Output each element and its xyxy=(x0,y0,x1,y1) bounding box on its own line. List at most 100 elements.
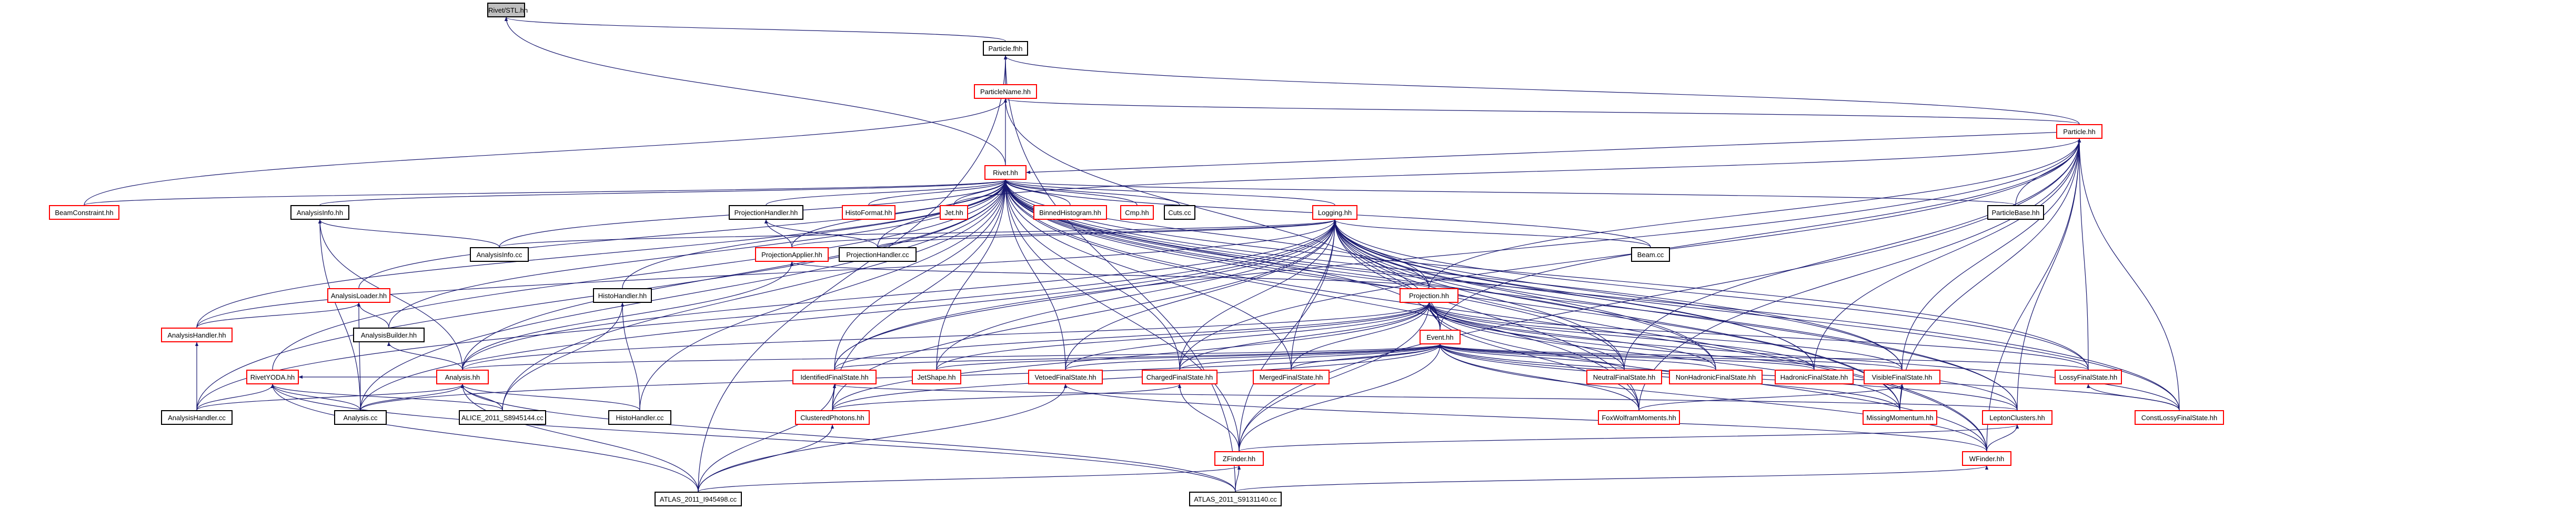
node-histo-format[interactable]: HistoFormat.hh xyxy=(842,205,895,220)
edge-charged_fs-to-logging xyxy=(1179,219,1337,370)
node-analysis-cc[interactable]: Analysis.cc xyxy=(334,410,387,425)
node-visible-final-state[interactable]: VisibleFinalState.hh xyxy=(1864,370,1940,384)
edge-vetoed_fs-to-logging xyxy=(1065,219,1337,370)
node-analysis-handler-hh[interactable]: AnalysisHandler.hh xyxy=(161,328,233,342)
edge-analysis_info_cc-to-logging xyxy=(499,219,1336,248)
edge-visible_fs-to-event xyxy=(1438,344,1903,370)
node-histo-handler-hh[interactable]: HistoHandler.hh xyxy=(593,288,652,303)
edge-clustered_photons-to-event xyxy=(832,344,1442,411)
node-jet[interactable]: Jet.hh xyxy=(940,205,968,220)
node-identified-final-state[interactable]: IdentifiedFinalState.hh xyxy=(792,370,877,384)
edge-analysis_handler_hh-to-analysis_loader xyxy=(196,302,361,328)
node-hadronic-final-state[interactable]: HadronicFinalState.hh xyxy=(1775,370,1854,384)
edge-zfinder-to-rivet xyxy=(1003,179,1240,452)
node-atlas-2011-s9131140[interactable]: ATLAS_2011_S9131140.cc xyxy=(1189,492,1282,506)
node-atlas-2011-i945498[interactable]: ATLAS_2011_I945498.cc xyxy=(655,492,742,506)
node-lepton-clusters[interactable]: LeptonClusters.hh xyxy=(1982,410,2052,425)
edge-zfinder-to-particle xyxy=(1239,138,2081,452)
edge-logging-to-rivet xyxy=(1003,179,1335,206)
edge-atlas_s9454-to-particle_fhh xyxy=(698,55,1008,492)
node-cmp[interactable]: Cmp.hh xyxy=(1120,205,1154,220)
node-wfinder[interactable]: WFinder.hh xyxy=(1962,451,2011,466)
edge-charged_fs-to-event xyxy=(1179,344,1442,370)
edge-zfinder-to-lepton_clusters xyxy=(1239,424,2019,452)
node-zfinder[interactable]: ZFinder.hh xyxy=(1214,451,1264,466)
node-rivet-stl: Rivet/STL.hh xyxy=(487,3,528,17)
node-analysis-builder[interactable]: AnalysisBuilder.hh xyxy=(353,328,425,342)
edge-event-to-particle_name xyxy=(1003,98,1441,330)
edge-atlas_s9454-to-identified_fs xyxy=(698,384,837,492)
node-analysis-handler-cc[interactable]: AnalysisHandler.cc xyxy=(161,410,233,425)
edge-non_hadronic_fs-to-event xyxy=(1438,344,1716,370)
edge-cuts_cc-to-rivet xyxy=(1003,179,1180,206)
node-const-lossy-final-state[interactable]: ConstLossyFinalState.hh xyxy=(2135,410,2224,425)
node-projection-applier[interactable]: ProjectionApplier.hh xyxy=(755,247,829,262)
node-analysis-loader[interactable]: AnalysisLoader.hh xyxy=(327,288,390,303)
edge-identified_fs-to-projection xyxy=(834,302,1431,370)
edge-atlas_s9454-to-rivet_yoda xyxy=(270,384,699,492)
node-projection-handler[interactable]: ProjectionHandler.hh xyxy=(729,205,803,220)
edge-lepton_clusters-to-particle xyxy=(2017,138,2081,411)
edge-analysis_cc-to-logging xyxy=(360,219,1337,411)
node-beam-constraint[interactable]: BeamConstraint.hh xyxy=(49,205,119,220)
edge-cmp-to-rivet xyxy=(1003,179,1138,206)
node-non-hadronic-final-state[interactable]: NonHadronicFinalState.hh xyxy=(1669,370,1763,384)
node-beam-cc[interactable]: Beam.cc xyxy=(1631,247,1670,262)
node-alice[interactable]: ALICE_2011_S8945144.cc xyxy=(459,410,546,425)
edge-fox_wolfram-to-particle xyxy=(1638,138,2081,411)
node-particle[interactable]: Particle.hh xyxy=(2056,124,2102,139)
edge-non_hadronic_fs-to-projection xyxy=(1427,302,1716,370)
node-event[interactable]: Event.hh xyxy=(1420,330,1461,344)
node-projection[interactable]: Projection.hh xyxy=(1400,288,1458,303)
edge-beam_constraint-to-rivet xyxy=(84,179,1007,206)
node-analysis-info-cc[interactable]: AnalysisInfo.cc xyxy=(470,247,529,262)
edge-merged_fs-to-projection xyxy=(1291,302,1431,370)
node-logging[interactable]: Logging.hh xyxy=(1312,205,1357,220)
node-particle-name[interactable]: ParticleName.hh xyxy=(974,84,1037,99)
edge-const_lossy_fs-to-particle xyxy=(2077,138,2180,411)
node-clustered-photons[interactable]: ClusteredPhotons.hh xyxy=(795,410,870,425)
edge-rivet-to-rivet_stl xyxy=(504,17,1006,166)
edge-projection_handler_cc-to-logging xyxy=(877,219,1336,248)
edge-identified_fs-to-event xyxy=(834,344,1442,370)
edge-missing_momentum-to-projection xyxy=(1427,302,1900,411)
node-merged-final-state[interactable]: MergedFinalState.hh xyxy=(1253,370,1330,384)
edge-analysis_info_hh-to-rivet xyxy=(319,179,1007,206)
edge-wfinder-to-lepton_clusters xyxy=(1986,424,2019,452)
node-cuts-cc[interactable]: Cuts.cc xyxy=(1164,205,1195,220)
edge-identified_fs-to-rivet xyxy=(834,179,1008,370)
node-vetoed-final-state[interactable]: VetoedFinalState.hh xyxy=(1028,370,1103,384)
node-analysis-hh[interactable]: Analysis.hh xyxy=(436,370,489,384)
edge-lossy_fs-to-event xyxy=(1438,344,2089,370)
node-charged-final-state[interactable]: ChargedFinalState.hh xyxy=(1142,370,1217,384)
edge-analysis_handler_cc-to-analysis_hh xyxy=(196,384,465,411)
edge-alice-to-histo_handler_hh xyxy=(502,302,625,411)
node-rivet-yoda[interactable]: RivetYODA.hh xyxy=(246,370,299,384)
edge-projection_handler-to-rivet xyxy=(766,179,1008,206)
node-jet-shape[interactable]: JetShape.hh xyxy=(912,370,961,384)
edge-lossy_fs-to-particle xyxy=(2077,138,2089,370)
node-particle-fhh[interactable]: Particle.fhh xyxy=(983,41,1028,56)
edge-particle-to-particle_fhh xyxy=(1004,55,2080,125)
edge-analysis_cc-to-analysis_loader xyxy=(357,302,361,411)
node-neutral-final-state[interactable]: NeutralFinalState.hh xyxy=(1586,370,1662,384)
node-projection-handler-cc[interactable]: ProjectionHandler.cc xyxy=(839,247,917,262)
edge-const_lossy_fs-to-rivet xyxy=(1003,179,2180,411)
node-histo-handler-cc[interactable]: HistoHandler.cc xyxy=(608,410,671,425)
edge-analysis_hh-to-rivet xyxy=(462,179,1008,370)
node-binned-histogram[interactable]: BinnedHistogram.hh xyxy=(1033,205,1107,220)
node-analysis-info-hh[interactable]: AnalysisInfo.hh xyxy=(290,205,349,220)
node-particle-base[interactable]: ParticleBase.hh xyxy=(1987,205,2044,220)
edge-missing_momentum-to-particle xyxy=(1899,138,2081,411)
edge-analysis_hh-to-analysis_builder xyxy=(387,342,463,370)
edge-analysis_cc-to-rivet xyxy=(360,179,1008,411)
edge-analysis_cc-to-rivet_yoda xyxy=(270,384,361,411)
edge-analysis_loader-to-rivet xyxy=(358,179,1008,289)
edge-atlas_s9131-to-analysis_hh xyxy=(460,384,1236,492)
node-rivet[interactable]: Rivet.hh xyxy=(984,165,1027,180)
node-lossy-final-state[interactable]: LossyFinalState.hh xyxy=(2055,370,2122,384)
edge-analysis_cc-to-analysis_hh xyxy=(360,384,465,411)
node-missing-momentum[interactable]: MissingMomentum.hh xyxy=(1863,410,1937,425)
edge-vetoed_fs-to-rivet xyxy=(1003,179,1066,370)
node-fox-wolfram-moments[interactable]: FoxWolframMoments.hh xyxy=(1598,410,1680,425)
